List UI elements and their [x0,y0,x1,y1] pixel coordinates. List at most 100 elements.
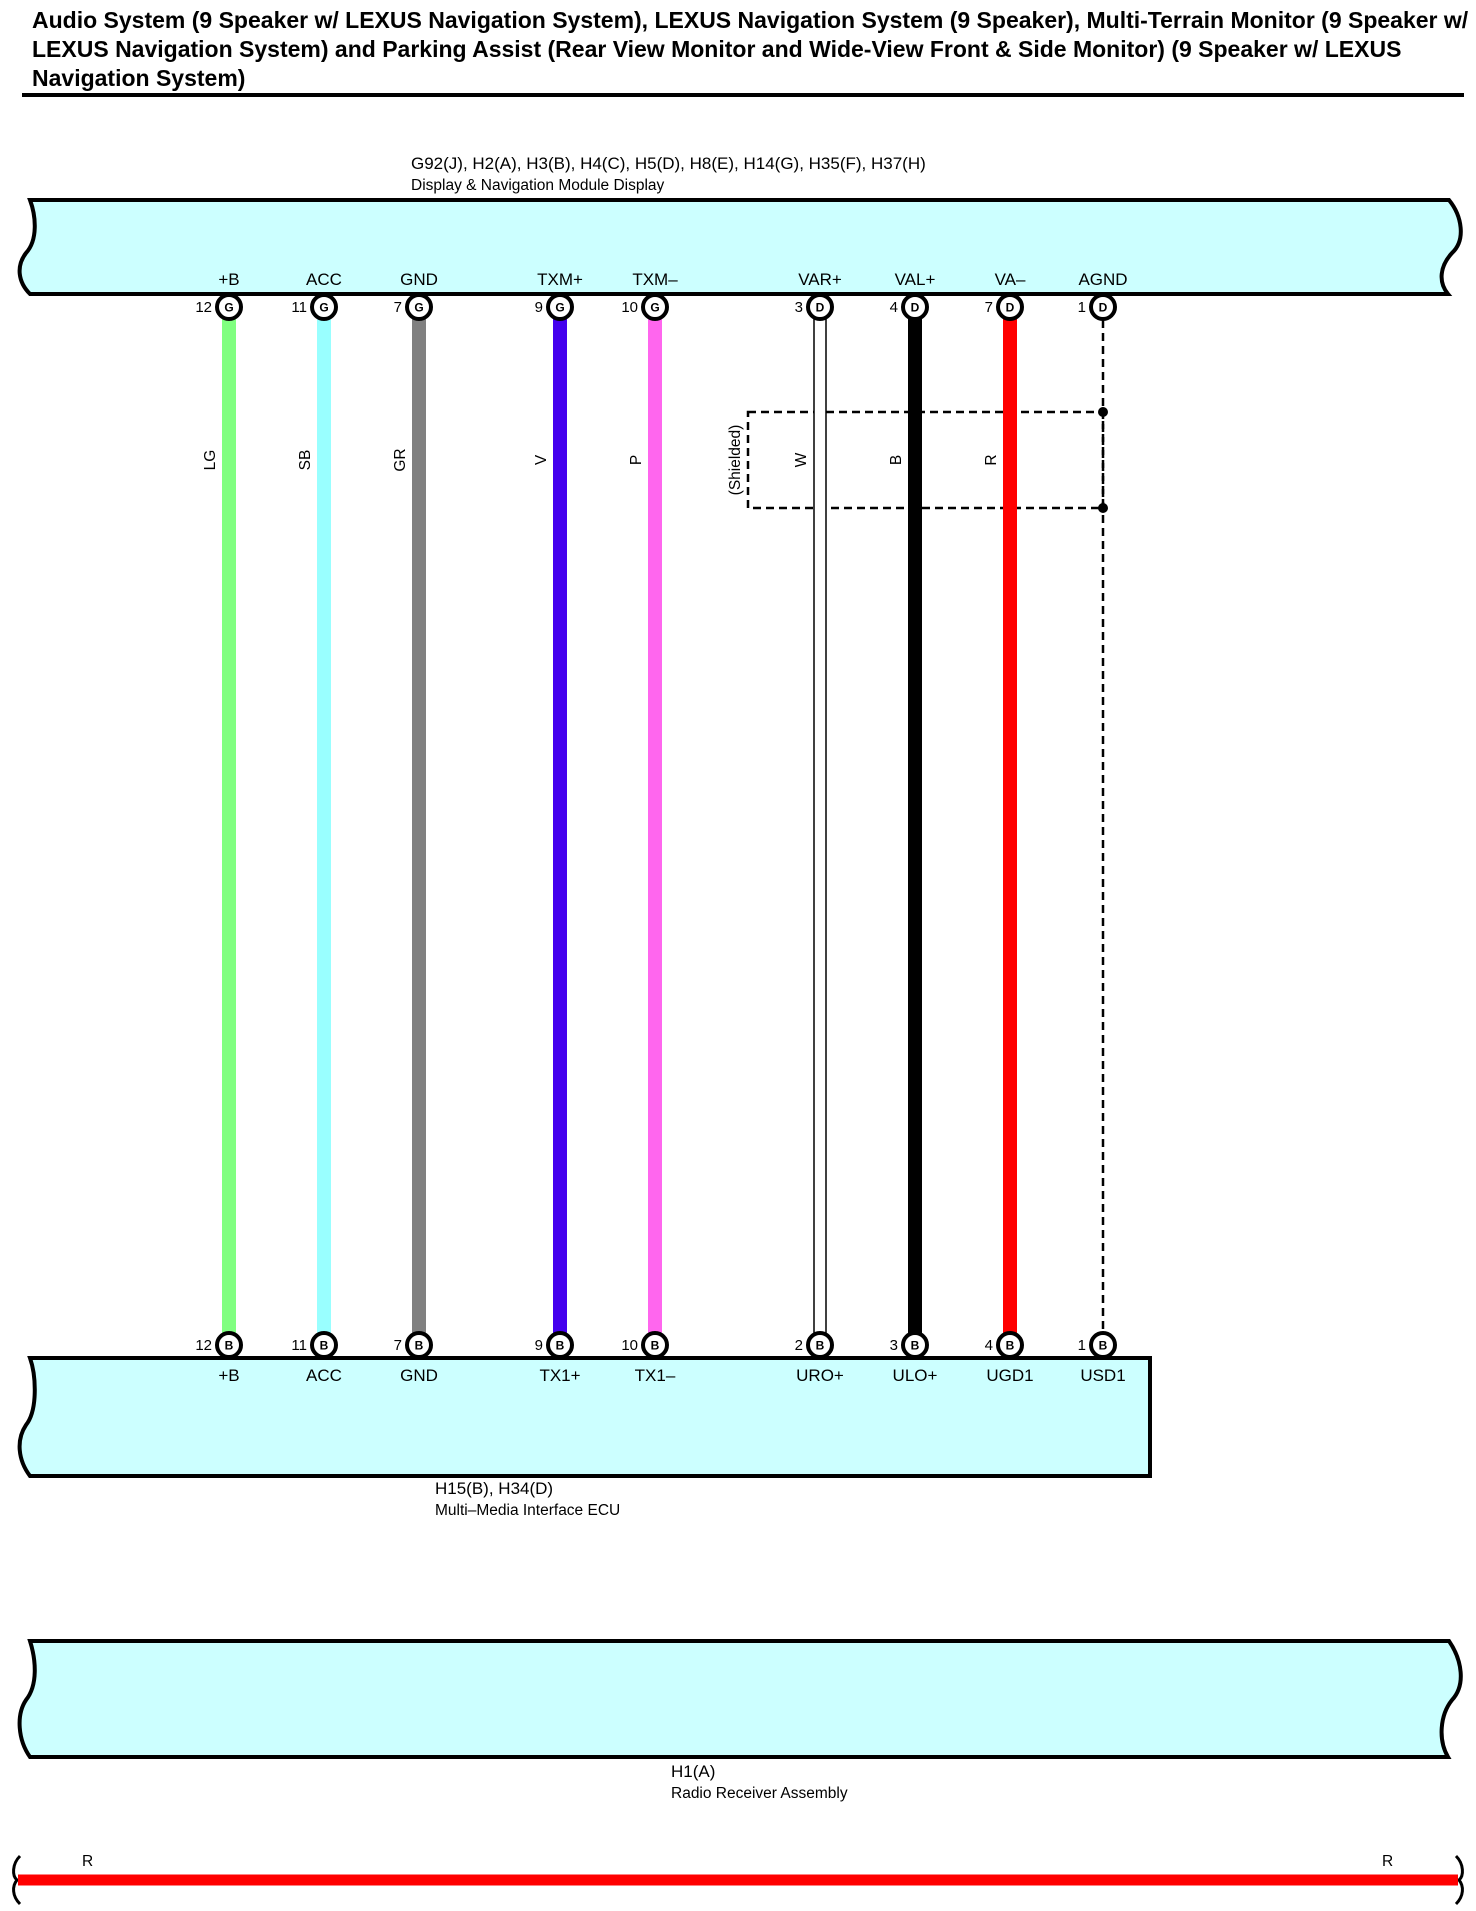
top-terminal-connector: D [816,301,825,315]
top-terminal-label: +B [218,270,239,289]
top-pin-number: 7 [985,299,993,316]
wire-group: LGG12+BB12+BSBG11ACCB11ACCGRG7GNDB7GNDVG… [195,270,1127,1385]
top-pin-number: 3 [795,299,803,316]
bottom-terminal-label: TX1+ [539,1366,580,1385]
multimedia-ecu-connector [17,1356,1152,1478]
bottom-terminal [215,1331,243,1359]
top-terminal-connector: G [224,301,233,315]
wire-color-code: SB [297,450,314,471]
bottom-terminal-connector: B [816,1339,825,1353]
top-terminal [996,293,1024,321]
title-underline [22,93,1464,97]
bottom-terminal [1089,1331,1117,1359]
top-pin-number: 1 [1078,299,1086,316]
bottom-pin-number: 10 [621,1337,638,1354]
top-pin-number: 10 [621,299,638,316]
bottom-wire-color-left: R [82,1853,93,1870]
top-terminal-connector: G [650,301,659,315]
wire-color-code: R [983,454,1000,465]
shield-box [746,410,1105,510]
bottom-terminal-connector: B [911,1339,920,1353]
top-terminal-label: AGND [1078,270,1127,289]
display-module-name: Display & Navigation Module Display [411,177,665,194]
top-terminal [1089,293,1117,321]
top-terminal [405,293,433,321]
wire-color-code: B [888,455,905,465]
top-terminal [806,293,834,321]
top-terminal [310,293,338,321]
bottom-terminal-connector: B [320,1339,329,1353]
bottom-terminal-connector: B [415,1339,424,1353]
bottom-terminal [546,1331,574,1359]
display-module-connector [17,198,1463,296]
top-terminal-label: VAL+ [895,270,936,289]
bottom-terminal-label: ULO+ [893,1366,938,1385]
bottom-terminal-label: TX1– [635,1366,676,1385]
bottom-terminal [806,1331,834,1359]
bottom-pin-number: 3 [890,1337,898,1354]
display-module-id: G92(J), H2(A), H3(B), H4(C), H5(D), H8(E… [411,154,926,173]
wire-color-code: W [793,452,810,467]
bottom-terminal-connector: B [1099,1339,1108,1353]
bottom-terminal [901,1331,929,1359]
top-terminal-label: ACC [306,270,342,289]
bottom-pin-number: 2 [795,1337,803,1354]
bottom-terminal [641,1331,669,1359]
multimedia-ecu-name: Multi–Media Interface ECU [435,1502,620,1519]
top-terminal-connector: G [319,301,328,315]
top-terminal-connector: D [1099,301,1108,315]
bottom-terminal [996,1331,1024,1359]
wire-color-code: V [533,454,550,465]
top-terminal-label: TXM– [632,270,678,289]
bottom-terminal-label: ACC [306,1366,342,1385]
shield-label: (Shielded) [727,425,744,496]
bottom-wire-break-right [1454,1854,1464,1906]
bottom-pin-number: 1 [1078,1337,1086,1354]
bottom-terminal-connector: B [1006,1339,1015,1353]
bottom-terminal [405,1331,433,1359]
bottom-pin-number: 11 [291,1337,307,1354]
bottom-terminal-connector: B [651,1339,660,1353]
bottom-terminal-label: URO+ [796,1366,844,1385]
top-terminal-label: GND [400,270,438,289]
wire-color-code: GR [392,448,409,471]
wire-color-code: LG [202,450,219,471]
bottom-pin-number: 9 [535,1337,543,1354]
top-terminal-label: TXM+ [537,270,583,289]
top-pin-number: 7 [394,299,402,316]
radio-receiver-connector [17,1639,1463,1759]
top-pin-number: 11 [291,299,307,316]
diagram-title: Audio System (9 Speaker w/ LEXUS Navigat… [32,7,1469,91]
bottom-pin-number: 7 [394,1337,402,1354]
bottom-wire-break-left [12,1854,22,1906]
top-terminal-connector: D [911,301,920,315]
top-terminal-connector: G [555,301,564,315]
top-terminal-connector: G [414,301,423,315]
top-terminal [215,293,243,321]
bottom-terminal-label: UGD1 [986,1366,1033,1385]
bottom-pin-number: 4 [985,1337,993,1354]
radio-receiver-name: Radio Receiver Assembly [671,1785,848,1802]
top-terminal [901,293,929,321]
bottom-terminal-connector: B [556,1339,565,1353]
wire-w [813,306,827,1346]
bottom-terminal-label: +B [218,1366,239,1385]
bottom-terminal-connector: B [225,1339,234,1353]
top-pin-number: 4 [890,299,898,316]
radio-receiver-id: H1(A) [671,1762,715,1781]
top-pin-number: 9 [535,299,543,316]
bottom-terminal-label: GND [400,1366,438,1385]
top-terminal [546,293,574,321]
bottom-terminal [310,1331,338,1359]
top-terminal-label: VAR+ [798,270,842,289]
bottom-terminal-label: USD1 [1080,1366,1125,1385]
top-terminal-connector: D [1006,301,1015,315]
multimedia-ecu-id: H15(B), H34(D) [435,1479,553,1498]
top-terminal [641,293,669,321]
wire-color-code: P [628,455,645,465]
bottom-wire-color-right: R [1382,1853,1393,1870]
top-pin-number: 12 [195,299,212,316]
bottom-pin-number: 12 [195,1337,212,1354]
top-terminal-label: VA– [995,270,1026,289]
